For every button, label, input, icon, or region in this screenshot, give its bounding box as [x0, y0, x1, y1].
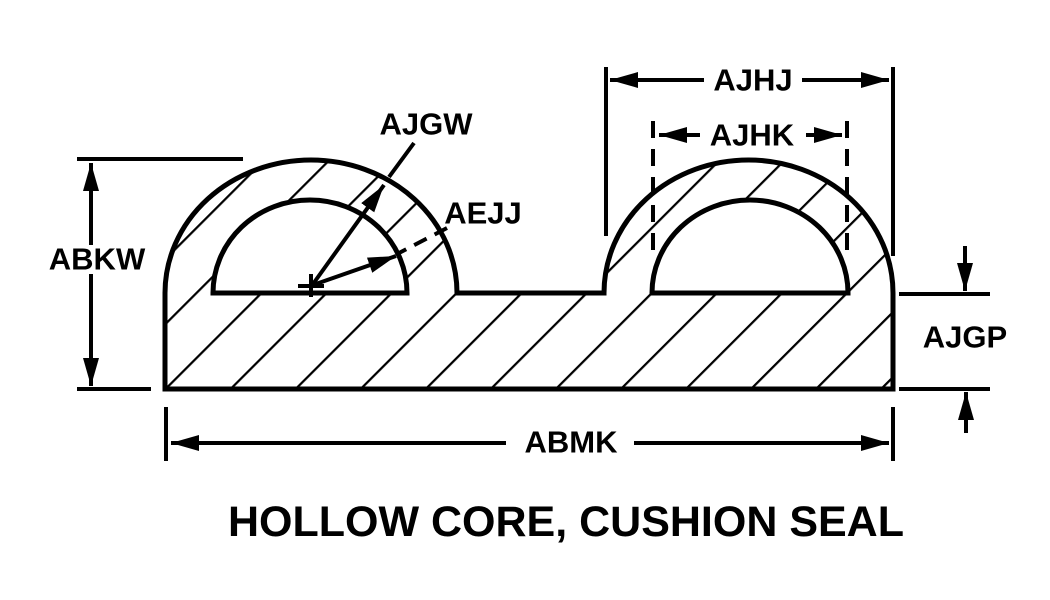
diagram-title: HOLLOW CORE, CUSHION SEAL [228, 498, 904, 546]
label-abmk: ABMK [525, 425, 619, 460]
label-ajhk: AJHK [710, 118, 795, 153]
label-aejj: AEJJ [444, 196, 522, 231]
leader-line-dashed [398, 226, 448, 255]
dim-overall-width: ABMK [164, 407, 895, 461]
label-abkw: ABKW [49, 242, 146, 277]
dim-dome-core-width: AJHK [651, 118, 849, 258]
label-ajhj: AJHJ [713, 63, 792, 98]
center-cross-mark [298, 274, 324, 297]
label-ajgp: AJGP [923, 320, 1007, 355]
dim-base-thickness: AJGP [899, 246, 1007, 433]
leader-line [387, 141, 416, 179]
dim-wall-outer-radius: AJGW [311, 107, 474, 286]
dim-dome-outer-width: AJHJ [604, 63, 895, 256]
radius-arrow [311, 183, 386, 286]
label-ajgw: AJGW [380, 107, 474, 142]
radius-arrow [312, 254, 397, 287]
dim-core-radius: AEJJ [312, 196, 522, 287]
seal-material-hatched [162, 157, 896, 392]
dim-overall-height: ABKW [49, 157, 243, 391]
seal-cross-section [162, 157, 896, 392]
